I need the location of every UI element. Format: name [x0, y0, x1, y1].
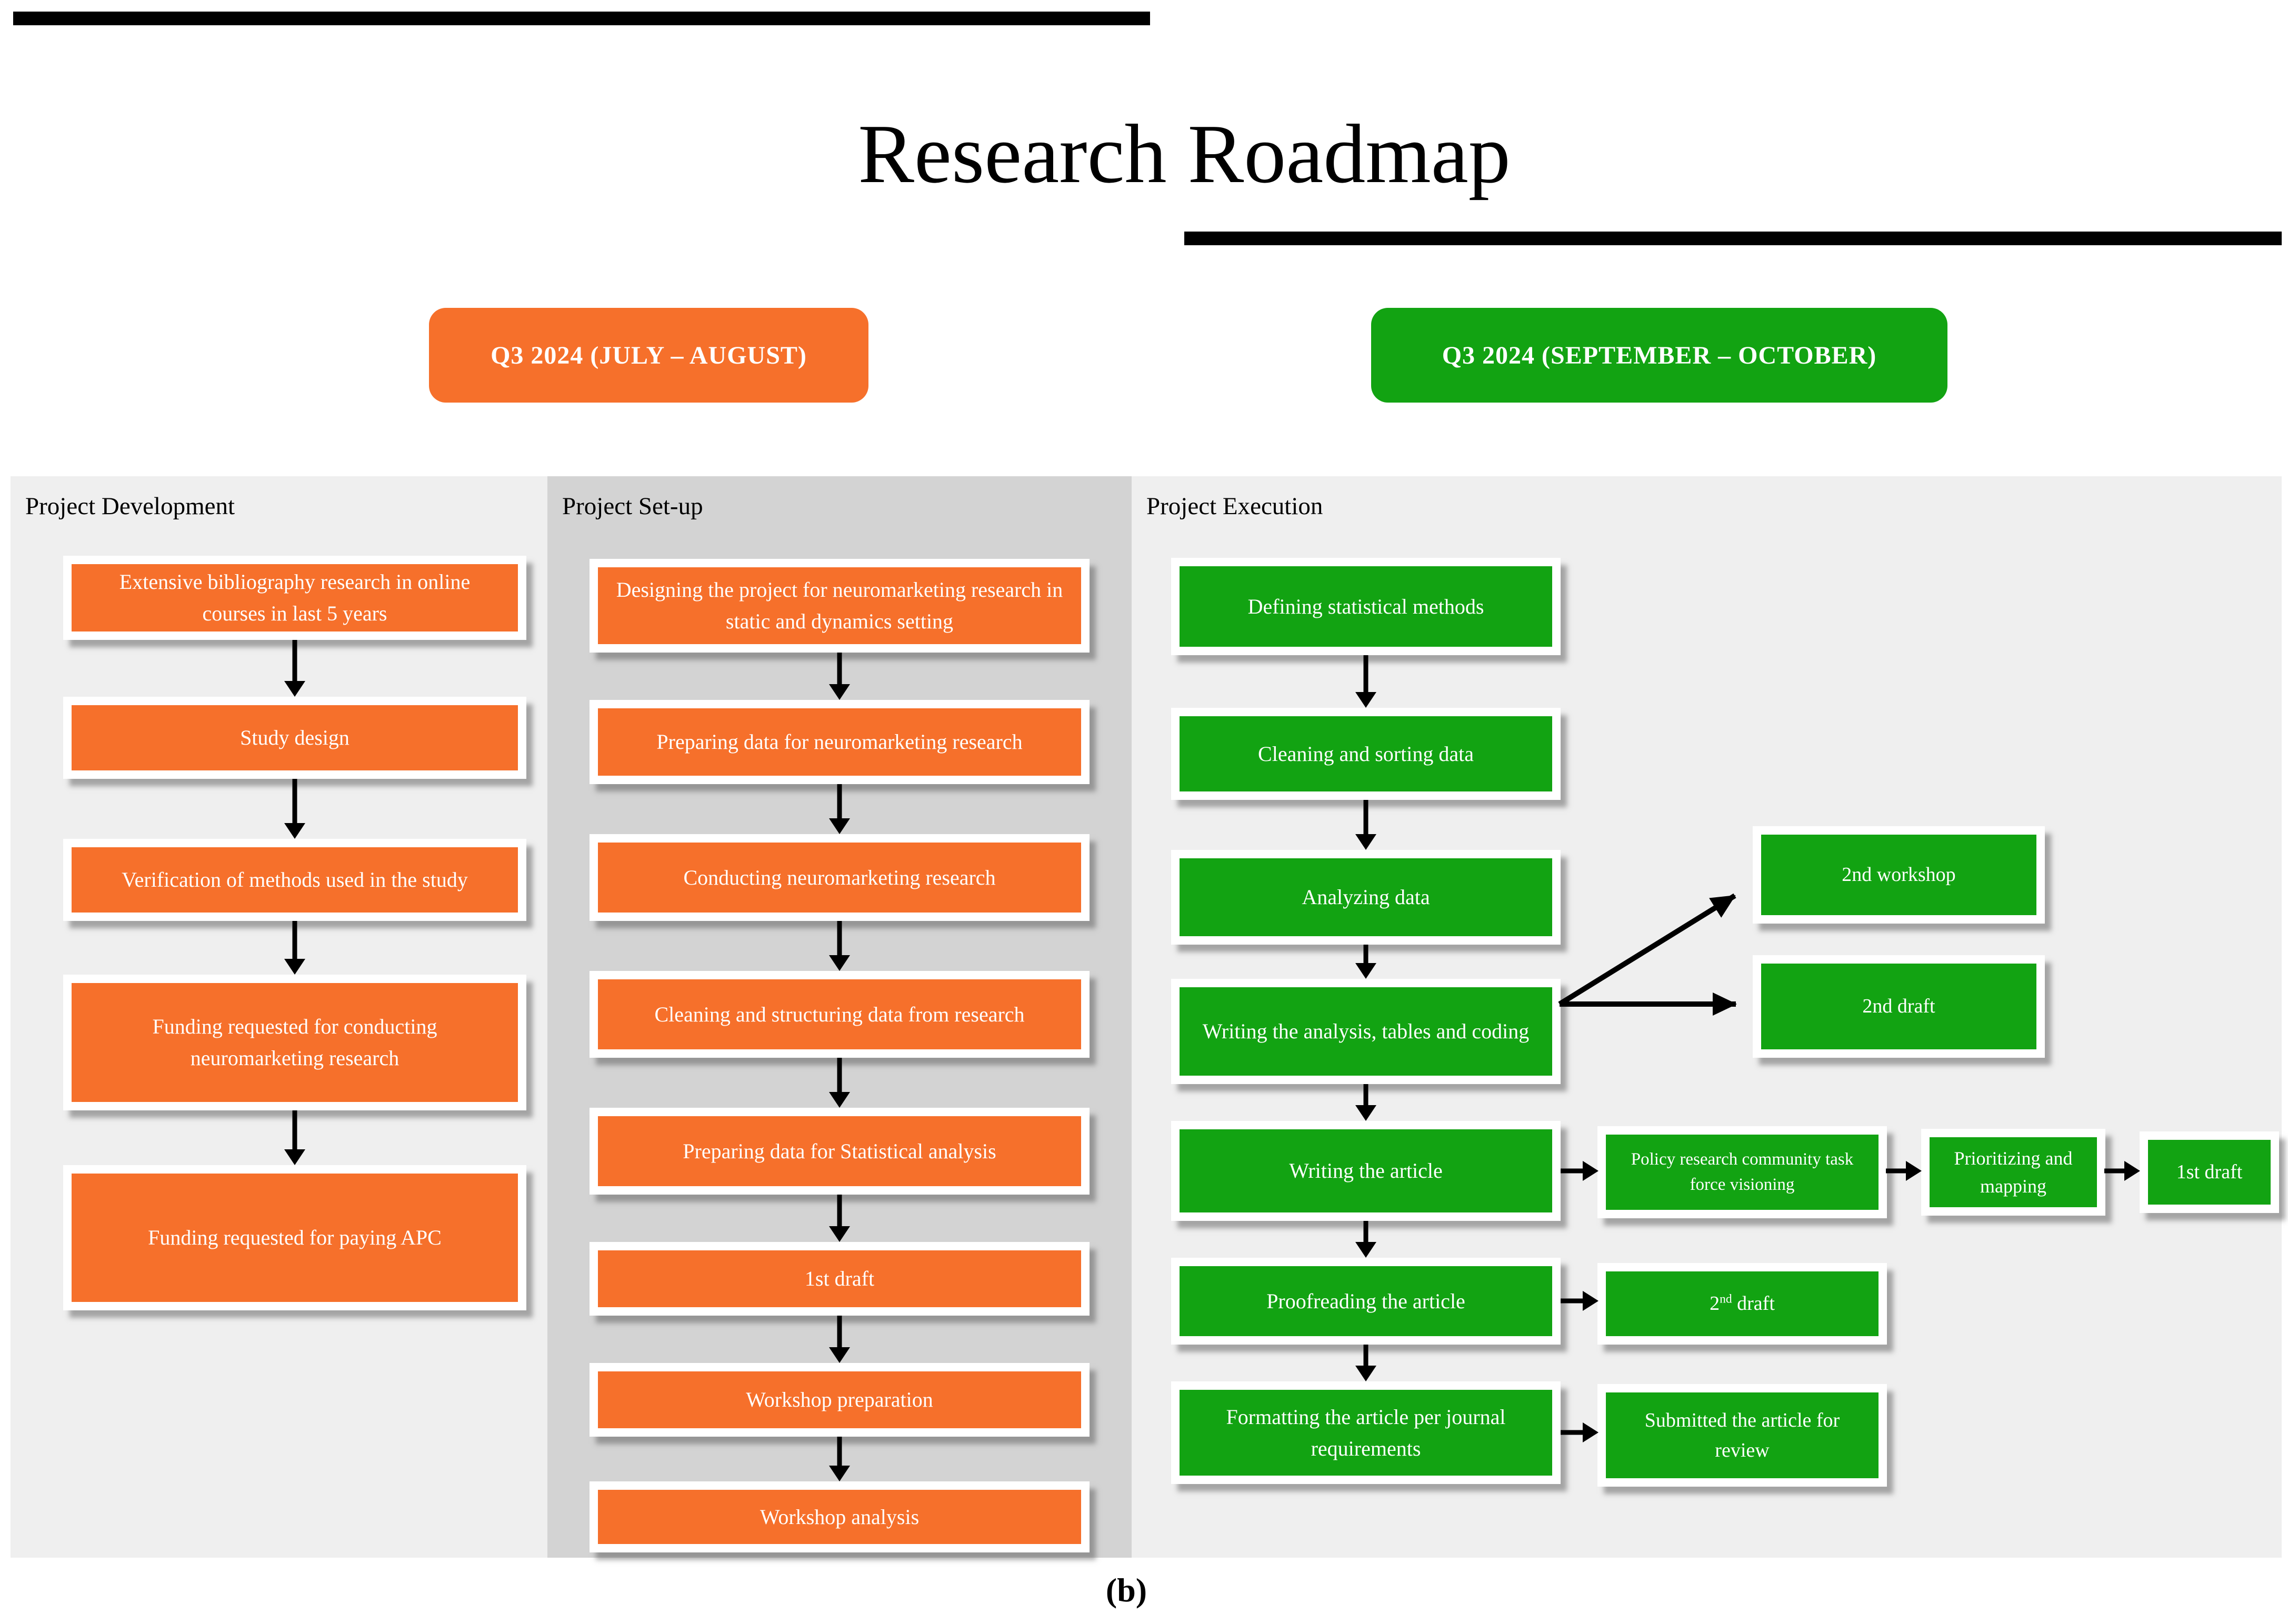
arrow-right-icon [1886, 1161, 1922, 1181]
arrow-right-icon [2104, 1161, 2140, 1181]
title-underline-rule [1184, 232, 2282, 245]
arrow-down-icon [1355, 655, 1376, 708]
timeline-pill-q3-jul-aug: Q3 2024 (JULY – AUGUST) [429, 308, 868, 403]
flow-box-label: Submitted the article for review [1644, 1409, 1840, 1461]
flow-box-label: Designing the project for neuromarketing… [616, 578, 1063, 633]
flow-box-label: Conducting neuromarketing research [683, 865, 996, 889]
flow-box-policy-task-force: Policy research community task force vis… [1597, 1126, 1887, 1218]
arrow-down-icon [1355, 1345, 1376, 1381]
flow-box-label: Preparing data for Statistical analysis [683, 1139, 996, 1163]
flow-box-label: Analyzing data [1302, 885, 1430, 909]
arrow-right-icon [1561, 1291, 1598, 1311]
column-project-development: Project Development Extensive bibliograp… [11, 476, 547, 1558]
flow-box-proofreading-article: Proofreading the article [1171, 1258, 1561, 1345]
arrow-down-icon [1355, 945, 1376, 979]
column-header: Project Set-up [562, 493, 703, 520]
column-header: Project Execution [1146, 493, 1323, 520]
flow-box-label: Formatting the article per journal requi… [1226, 1405, 1506, 1460]
flow-box-preparing-data-neuro: Preparing data for neuromarketing resear… [590, 700, 1090, 784]
figure-caption: (b) [1105, 1571, 1147, 1609]
arrow-down-icon [284, 640, 305, 697]
arrow-down-icon [829, 1058, 850, 1108]
flow-box-study-design: Study design [63, 697, 526, 779]
flow-box-analyzing-data: Analyzing data [1171, 850, 1561, 945]
flow-box-label: 2nd draft [1710, 1292, 1775, 1315]
column-header: Project Development [25, 493, 235, 520]
flow-box-workshop-preparation: Workshop preparation [590, 1363, 1090, 1437]
flow-box-label: Cleaning and sorting data [1258, 741, 1474, 766]
timeline-pill-label: Q3 2024 (SEPTEMBER – OCTOBER) [1442, 341, 1877, 369]
arrow-right-icon [1561, 1161, 1598, 1181]
flow-box-label: Study design [240, 726, 349, 749]
flow-box-label: 2nd workshop [1842, 864, 1956, 886]
flow-box-writing-article: Writing the article [1171, 1121, 1561, 1221]
flow-box-preparing-statistical: Preparing data for Statistical analysis [590, 1108, 1090, 1195]
column-project-setup: Project Set-up Designing the project for… [547, 476, 1132, 1558]
flow-box-label: Defining statistical methods [1247, 594, 1484, 618]
flow-box-prioritizing-mapping: Prioritizing and mapping [1921, 1129, 2105, 1216]
arrow-down-icon [829, 784, 850, 834]
arrow-right-icon [1561, 1422, 1598, 1442]
flow-box-label: 1st draft [804, 1267, 875, 1290]
flow-box-2nd-draft: 2nd draft [1753, 955, 2045, 1058]
flow-box-defining-statistical: Defining statistical methods [1171, 558, 1561, 655]
arrow-down-icon [1355, 1084, 1376, 1121]
flow-box-label: Workshop analysis [760, 1505, 920, 1529]
flow-box-first-draft: 1st draft [590, 1242, 1090, 1316]
flow-box-bibliography-research: Extensive bibliography research in onlin… [63, 556, 526, 640]
arrow-down-icon [1355, 800, 1376, 850]
flow-box-1st-draft-side: 1st draft [2140, 1131, 2279, 1213]
flow-box-funding-conducting: Funding requested for conducting neuroma… [63, 975, 526, 1110]
column-project-execution: Project Execution Defining statistical m… [1132, 476, 2282, 1558]
flow-box-label: Preparing data for neuromarketing resear… [656, 730, 1023, 754]
flow-box-label: Cleaning and structuring data from resea… [654, 1002, 1025, 1026]
flow-box-workshop-analysis: Workshop analysis [590, 1481, 1090, 1552]
timeline-pill-q3-sep-oct: Q3 2024 (SEPTEMBER – OCTOBER) [1371, 308, 1947, 403]
arrow-down-icon [284, 921, 305, 975]
timeline-pill-label: Q3 2024 (JULY – AUGUST) [491, 341, 807, 369]
page-title: Research Roadmap [858, 107, 1511, 201]
flow-box-label: Funding requested for paying APC [148, 1226, 442, 1249]
arrow-down-icon [829, 921, 850, 971]
flow-box-label: 2nd draft [1862, 995, 1935, 1017]
arrow-down-icon [1355, 1221, 1376, 1258]
arrow-down-icon [284, 1110, 305, 1165]
flow-box-label: 1st draft [2176, 1161, 2243, 1183]
flow-box-funding-apc: Funding requested for paying APC [63, 1165, 526, 1310]
top-rule [13, 12, 1150, 25]
flow-box-label: Writing the article [1289, 1159, 1443, 1182]
flow-box-2nd-draft-sup: 2nd draft [1597, 1263, 1887, 1345]
flow-box-writing-analysis: Writing the analysis, tables and coding [1171, 979, 1561, 1084]
flow-box-formatting-article: Formatting the article per journal requi… [1171, 1381, 1561, 1484]
flow-box-2nd-workshop: 2nd workshop [1753, 826, 2045, 924]
flow-box-label: Policy research community task force vis… [1631, 1149, 1854, 1194]
flow-box-cleaning-structuring: Cleaning and structuring data from resea… [590, 971, 1090, 1058]
flow-box-cleaning-sorting: Cleaning and sorting data [1171, 708, 1561, 800]
flow-box-designing-project: Designing the project for neuromarketing… [590, 559, 1090, 653]
arrow-down-icon [829, 1316, 850, 1363]
flow-box-label: Verification of methods used in the stud… [122, 868, 468, 891]
flow-box-label: Proofreading the article [1266, 1289, 1465, 1313]
flow-box-label: Writing the analysis, tables and coding [1202, 1019, 1530, 1043]
arrow-down-icon [829, 1195, 850, 1242]
flow-box-label: Funding requested for conducting neuroma… [152, 1015, 437, 1070]
flow-box-label: Extensive bibliography research in onlin… [119, 570, 471, 625]
arrow-down-icon [284, 779, 305, 839]
flow-box-label: Prioritizing and mapping [1954, 1148, 2073, 1197]
arrow-down-icon [829, 653, 850, 700]
arrow-down-icon [829, 1437, 850, 1481]
flow-box-label: Workshop preparation [746, 1388, 933, 1411]
flow-box-submitted-review: Submitted the article for review [1597, 1384, 1887, 1487]
flow-box-conducting-research: Conducting neuromarketing research [590, 834, 1090, 921]
flow-box-verification-methods: Verification of methods used in the stud… [63, 839, 526, 921]
